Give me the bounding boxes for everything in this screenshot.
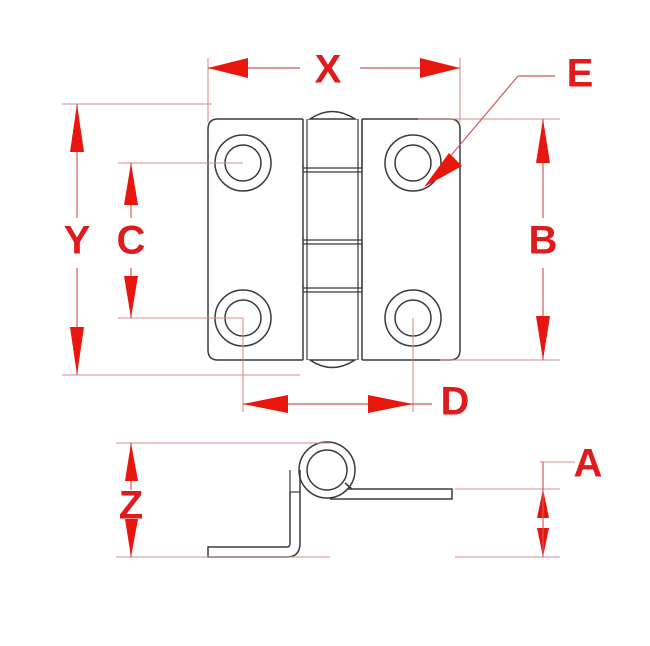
barrel-outer-circle xyxy=(298,441,356,499)
dimension-d: D xyxy=(243,380,469,424)
dimension-x: X xyxy=(208,48,460,92)
dimension-label-b: B xyxy=(529,219,558,263)
knuckle-top-cap xyxy=(307,110,358,120)
arrow-head-y-top xyxy=(70,104,84,152)
arrow-head-b-bottom xyxy=(536,316,550,360)
dimension-y: Y xyxy=(64,104,91,375)
hole-top-right xyxy=(384,134,442,192)
arrow-head-c-top xyxy=(124,163,138,205)
front-view-part xyxy=(207,110,461,369)
dimension-b: B xyxy=(529,119,558,360)
lower-leaf-profile xyxy=(207,492,301,558)
arrow-head-d-right xyxy=(368,395,413,413)
arrow-head-y-bottom xyxy=(70,327,84,375)
side-view-part xyxy=(207,441,453,558)
dimension-label-y: Y xyxy=(64,219,91,263)
arrow-head-d-left xyxy=(243,395,288,413)
dimension-label-e: E xyxy=(567,52,594,96)
right-leaf-outline xyxy=(362,118,461,361)
side-view-extension-lines xyxy=(116,442,575,558)
knuckle-bottom-cap xyxy=(307,359,358,369)
upper-leaf-barrel-join xyxy=(344,482,353,490)
arrow-head-x-left xyxy=(208,58,248,78)
dimension-label-x: X xyxy=(315,48,342,92)
arrow-head-b-top xyxy=(536,119,550,163)
barrel-inner-circle xyxy=(306,449,348,491)
dimension-z: Z xyxy=(119,443,143,557)
dimension-label-c: C xyxy=(117,219,146,263)
dimension-a: A xyxy=(537,442,602,557)
upper-leaf-profile xyxy=(330,488,453,500)
front-view-extension-lines xyxy=(62,58,560,412)
dimension-label-z: Z xyxy=(119,484,143,528)
dimension-label-d: D xyxy=(441,380,470,424)
knuckle-segments xyxy=(303,119,363,360)
arrow-head-c-bottom xyxy=(124,276,138,318)
dimension-label-a: A xyxy=(574,442,603,486)
arrow-head-z-top xyxy=(125,443,138,481)
arrow-head-x-right xyxy=(420,58,460,78)
dimension-e: E xyxy=(424,52,593,187)
left-leaf-outline xyxy=(207,118,303,361)
dimension-c: C xyxy=(117,163,146,318)
arrow-head-z-bottom xyxy=(125,519,138,557)
arrow-head-e xyxy=(424,153,462,187)
